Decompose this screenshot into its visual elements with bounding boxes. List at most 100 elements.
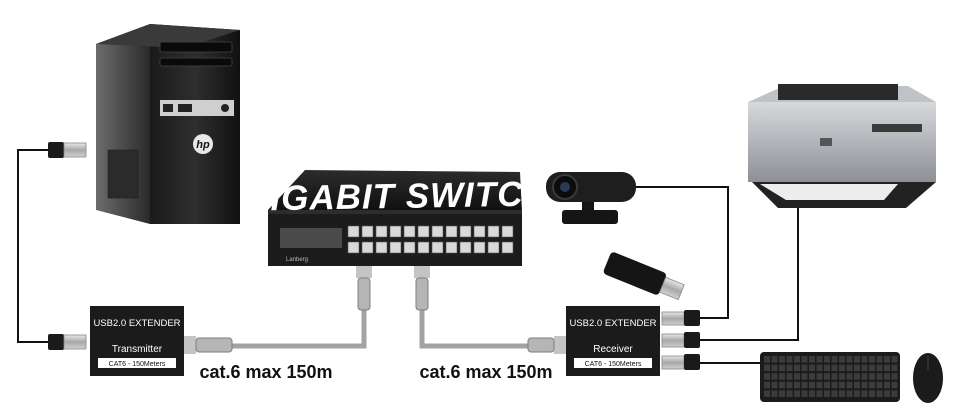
keyboard-key (816, 356, 823, 363)
switch-port (501, 241, 514, 254)
keyboard-key (861, 390, 868, 397)
network-switch-icon: Lanberg (268, 170, 522, 266)
keyboard-key (816, 364, 823, 372)
keyboard-key (794, 356, 800, 363)
keyboard-key (876, 381, 883, 389)
keyboard-key (824, 356, 830, 363)
keyboard-key (794, 381, 800, 389)
keyboard-key (809, 390, 815, 397)
keyboard-key (884, 390, 890, 397)
switch-port (361, 241, 374, 254)
keyboard-key (764, 364, 770, 372)
keyboard-key (891, 364, 898, 372)
keyboard-key (824, 373, 830, 380)
keyboard-key (846, 356, 853, 363)
keyboard-key (809, 381, 815, 389)
usb-plug-icon (661, 310, 700, 326)
rj45-plug-icon (527, 336, 566, 354)
keyboard-key (801, 390, 808, 397)
ethernet-cables (229, 307, 531, 349)
webcam-icon (546, 172, 636, 224)
keyboard-key (786, 373, 793, 380)
keyboard-key (764, 373, 770, 380)
switch-port (459, 225, 472, 238)
rj45-plug-icon (414, 266, 430, 311)
ethernet-cable-left (229, 307, 367, 349)
switch-port-block (347, 225, 514, 254)
switch-leds (280, 228, 342, 248)
transmitter-badge: CAT6 - 150Meters (109, 361, 166, 368)
keyboard-key (869, 381, 875, 389)
keyboard-icon (760, 352, 900, 402)
keyboard-key (824, 390, 830, 397)
keyboard-key (891, 381, 898, 389)
keyboard-key (786, 356, 793, 363)
pc-usb-cable (17, 149, 52, 343)
keyboard-key (884, 356, 890, 363)
switch-port (403, 241, 416, 254)
keyboard-key (764, 381, 770, 389)
keyboard-key (884, 364, 890, 372)
switch-port (403, 225, 416, 238)
keyboard-keys (764, 356, 898, 397)
keyboard-key (786, 381, 793, 389)
keyboard-key (771, 381, 778, 389)
switch-port (347, 241, 360, 254)
receiver-badge: CAT6 - 150Meters (585, 361, 642, 368)
keyboard-key (809, 373, 815, 380)
keyboard-key (869, 390, 875, 397)
keyboard-key (809, 364, 815, 372)
keyboard-key (854, 356, 860, 363)
keyboard-key (831, 381, 838, 389)
keyboard-key (816, 373, 823, 380)
receiver-name: Receiver (593, 344, 633, 355)
keyboard-key (839, 381, 845, 389)
receiver-title: USB2.0 EXTENDER (569, 318, 656, 329)
keyboard-key (884, 381, 890, 389)
keyboard-key (854, 373, 860, 380)
keyboard-key (794, 390, 800, 397)
usb-plug-icon (48, 334, 87, 350)
receiver-box: USB2.0 EXTENDER Receiver CAT6 - 150Meter… (566, 306, 660, 376)
switch-port (473, 225, 486, 238)
keyboard-key (891, 390, 898, 397)
keyboard-key (891, 373, 898, 380)
switch-port (487, 225, 500, 238)
keyboard-key (824, 381, 830, 389)
keyboard-key (779, 356, 785, 363)
keyboard-key (786, 364, 793, 372)
keyboard-key (764, 390, 770, 397)
usb-plug-icon (48, 142, 87, 158)
keyboard-key (884, 373, 890, 380)
keyboard-key (861, 356, 868, 363)
hp-logo-badge (193, 134, 213, 154)
cable-label-left: cat.6 max 150m (199, 362, 332, 382)
keyboard-key (794, 364, 800, 372)
keyboard-key (801, 356, 808, 363)
switch-port (459, 241, 472, 254)
switch-port (375, 241, 388, 254)
ethernet-cable-right (419, 307, 531, 349)
keyboard-key (839, 364, 845, 372)
keyboard-key (779, 364, 785, 372)
keyboard-key (779, 390, 785, 397)
keyboard-key (779, 373, 785, 380)
transmitter-title: USB2.0 EXTENDER (93, 318, 180, 329)
keyboard-key (861, 373, 868, 380)
keyboard-key (846, 373, 853, 380)
keyboard-key (846, 381, 853, 389)
keyboard-key (801, 364, 808, 372)
keyboard-key (771, 390, 778, 397)
keyboard-key (839, 373, 845, 380)
switch-port (389, 225, 402, 238)
switch-port (417, 225, 430, 238)
keyboard-key (831, 390, 838, 397)
keyboard-key (831, 356, 838, 363)
keyboard-key (839, 356, 845, 363)
keyboard-key (854, 381, 860, 389)
keyboard-key (809, 356, 815, 363)
switch-port (473, 241, 486, 254)
usb-flash-drive-icon (603, 252, 685, 301)
keyboard-key (869, 373, 875, 380)
keyboard-key (794, 373, 800, 380)
